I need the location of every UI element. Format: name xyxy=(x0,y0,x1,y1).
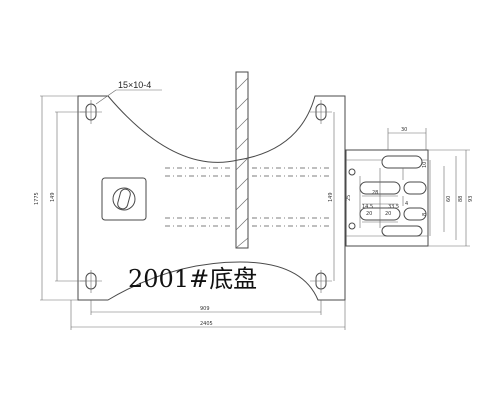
dim-small-20b: 20 xyxy=(385,211,391,217)
dim-side-h1: 60 xyxy=(446,196,452,202)
main-plate-outline xyxy=(77,95,346,301)
dim-side-h3: 93 xyxy=(468,196,474,202)
dim-overall-height: 1775 xyxy=(34,192,40,205)
dim-small-4: 4 xyxy=(405,201,408,207)
dim-small-28: 28 xyxy=(372,190,378,196)
dim-small-10: 10 xyxy=(422,162,428,168)
knob-circle xyxy=(112,187,136,211)
dim-small-8: 8 xyxy=(422,213,428,216)
hole-note: 15×10-4 xyxy=(118,80,151,90)
dim-hole-span-y: 149 xyxy=(50,192,56,202)
knob-square xyxy=(101,177,147,221)
dim-overall-width: 2405 xyxy=(200,321,213,327)
dim-hole-span-x: 909 xyxy=(200,306,210,312)
dim-small-145: 14.5 xyxy=(362,204,373,210)
dim-small-20a: 20 xyxy=(366,211,372,217)
dim-side-h2: 88 xyxy=(458,196,464,202)
drawing-title: 2001#底盘 xyxy=(128,265,257,293)
dim-side-width: 30 xyxy=(401,127,407,133)
side-bracket xyxy=(345,149,429,247)
vertical-column xyxy=(235,71,249,249)
dim-small-25: 25 xyxy=(346,195,352,201)
dim-small-3335: 33.5 xyxy=(388,204,399,210)
dim-inner-height: 149 xyxy=(328,192,334,202)
